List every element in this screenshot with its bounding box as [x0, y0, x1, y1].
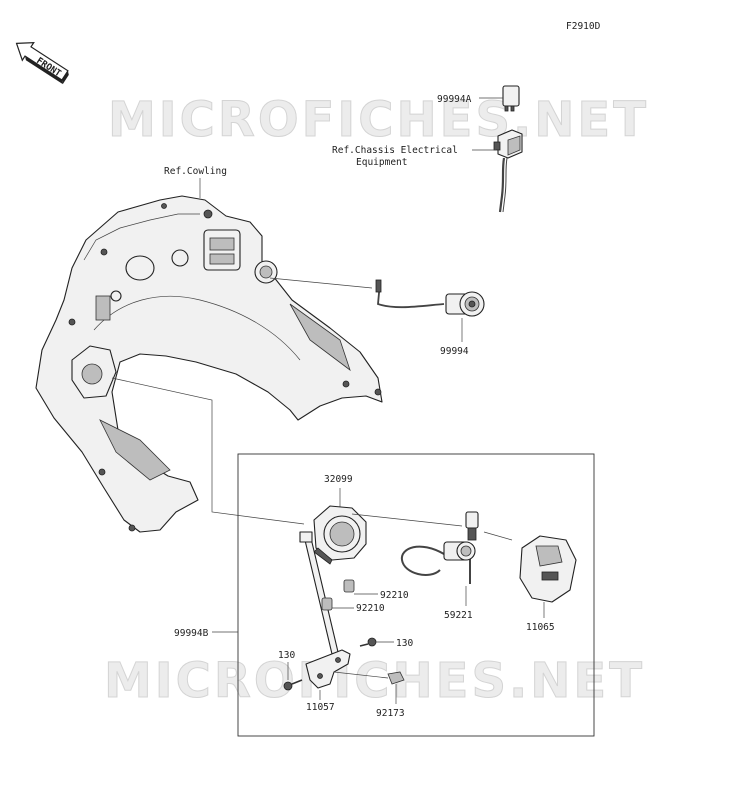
relay-icon: [502, 85, 520, 112]
bolt-130-right-icon: [359, 637, 377, 647]
clip-92210-a-icon: [343, 579, 355, 593]
front-arrow-icon: [15, 41, 69, 85]
clip-92210-b-icon: [321, 597, 333, 611]
part-11065-label: 11065: [526, 622, 555, 633]
part-92210-a-label: 92210: [380, 590, 409, 601]
watermark-top: MICROFICHES.NET: [108, 92, 649, 148]
relay-connector-icon: [493, 129, 523, 213]
cover-11065-icon: [519, 535, 577, 603]
bolt-130-left-icon: [283, 679, 303, 691]
part-11057-label: 11057: [306, 702, 335, 713]
ref-chassis-line1: Ref.Chassis Electrical: [332, 145, 458, 156]
part-99994A-label: 99994A: [437, 94, 472, 105]
figure-code: F2910D: [566, 21, 601, 32]
part-99994-label: 99994: [440, 346, 469, 357]
bracket-housing-icon: [313, 505, 367, 565]
part-59221-label: 59221: [444, 610, 473, 621]
ref-cowling-label: Ref.Cowling: [164, 166, 227, 177]
harness-socket-59221-icon: [400, 511, 479, 584]
ref-chassis-line2: Equipment: [356, 157, 407, 168]
part-130-left-label: 130: [278, 650, 295, 661]
kit-box: [237, 453, 595, 737]
socket-99994-icon: [375, 279, 485, 317]
part-99994B-label: 99994B: [174, 628, 209, 639]
part-130-right-label: 130: [396, 638, 413, 649]
cable-tie-92173-icon: [387, 671, 405, 685]
cowling-icon: [35, 195, 383, 533]
watermark-bottom: MICROFICHES.NET: [104, 653, 645, 709]
part-92210-b-label: 92210: [356, 603, 385, 614]
part-92173-label: 92173: [376, 708, 405, 719]
part-32099-label: 32099: [324, 474, 353, 485]
